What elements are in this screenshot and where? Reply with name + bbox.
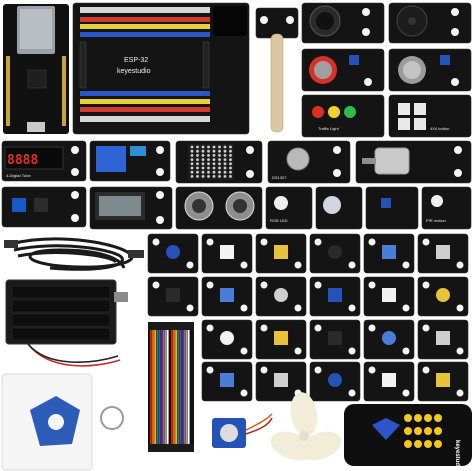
sensor-module	[255, 361, 307, 402]
sensor-module	[201, 361, 253, 402]
jumper-wires	[148, 322, 194, 452]
servo-motor	[212, 413, 273, 448]
sensor-module	[417, 361, 469, 402]
sensor-module-grid	[147, 233, 469, 402]
led-matrix-module	[175, 140, 263, 184]
seven-segment-module: 8888 4-Digital Tube	[1, 140, 87, 182]
sensor-module	[201, 233, 253, 274]
shield-brand: keyestudio	[117, 68, 151, 75]
sensor-module	[309, 361, 361, 402]
gas-sensor-module	[301, 48, 385, 92]
battery-holder	[5, 279, 128, 367]
motor-module	[355, 140, 472, 184]
sensor-module	[417, 276, 469, 317]
pir-label: PIR motion	[426, 218, 446, 223]
ir-remote: keyestudio	[344, 404, 472, 471]
module-row-1: RGB LED PIR motion	[1, 186, 472, 230]
sensor-module	[309, 233, 361, 274]
sensor-module	[309, 276, 361, 317]
sensor-module	[363, 276, 415, 317]
usb-cable	[4, 237, 144, 271]
sensor-module	[201, 319, 253, 360]
sensor-module	[201, 276, 253, 317]
joystick-module	[301, 2, 385, 44]
rfid-keyfob	[30, 396, 124, 446]
sensor-module	[255, 276, 307, 317]
seven-segment-digits: 8888	[7, 153, 38, 168]
sensor-module	[363, 361, 415, 402]
sensor-module	[363, 233, 415, 274]
remote-brand: keyestudio	[454, 440, 460, 471]
relay-module	[89, 140, 171, 182]
traffic-light-module: Traffic Light	[301, 94, 385, 138]
gas-sensor-module-2	[388, 48, 472, 92]
keypad-module: 4X4 button	[388, 94, 472, 138]
sensor-module	[417, 319, 469, 360]
sensor-module	[147, 276, 199, 317]
sensor-module	[309, 319, 361, 360]
sensor-module	[417, 233, 469, 274]
sensor-module	[255, 319, 307, 360]
keypad-label: 4X4 button	[430, 126, 449, 131]
traffic-light-label: Traffic Light	[318, 126, 340, 131]
sensor-module	[147, 233, 199, 274]
expansion-shield: ESP-32 keyestudio	[72, 2, 250, 135]
rgb-led-label: RGB LED	[270, 218, 288, 223]
sensor-module	[255, 233, 307, 274]
speaker-module	[388, 2, 472, 44]
rtc-label: DS1307	[272, 175, 287, 180]
rtc-module: DS1307	[267, 140, 351, 184]
fan-propeller	[270, 392, 342, 461]
flex-sensor	[255, 7, 299, 133]
esp32-dev-board	[3, 4, 69, 134]
seven-segment-label: 4-Digital Tube	[6, 173, 31, 178]
sensor-module	[363, 319, 415, 360]
shield-title: ESP-32	[124, 57, 148, 64]
